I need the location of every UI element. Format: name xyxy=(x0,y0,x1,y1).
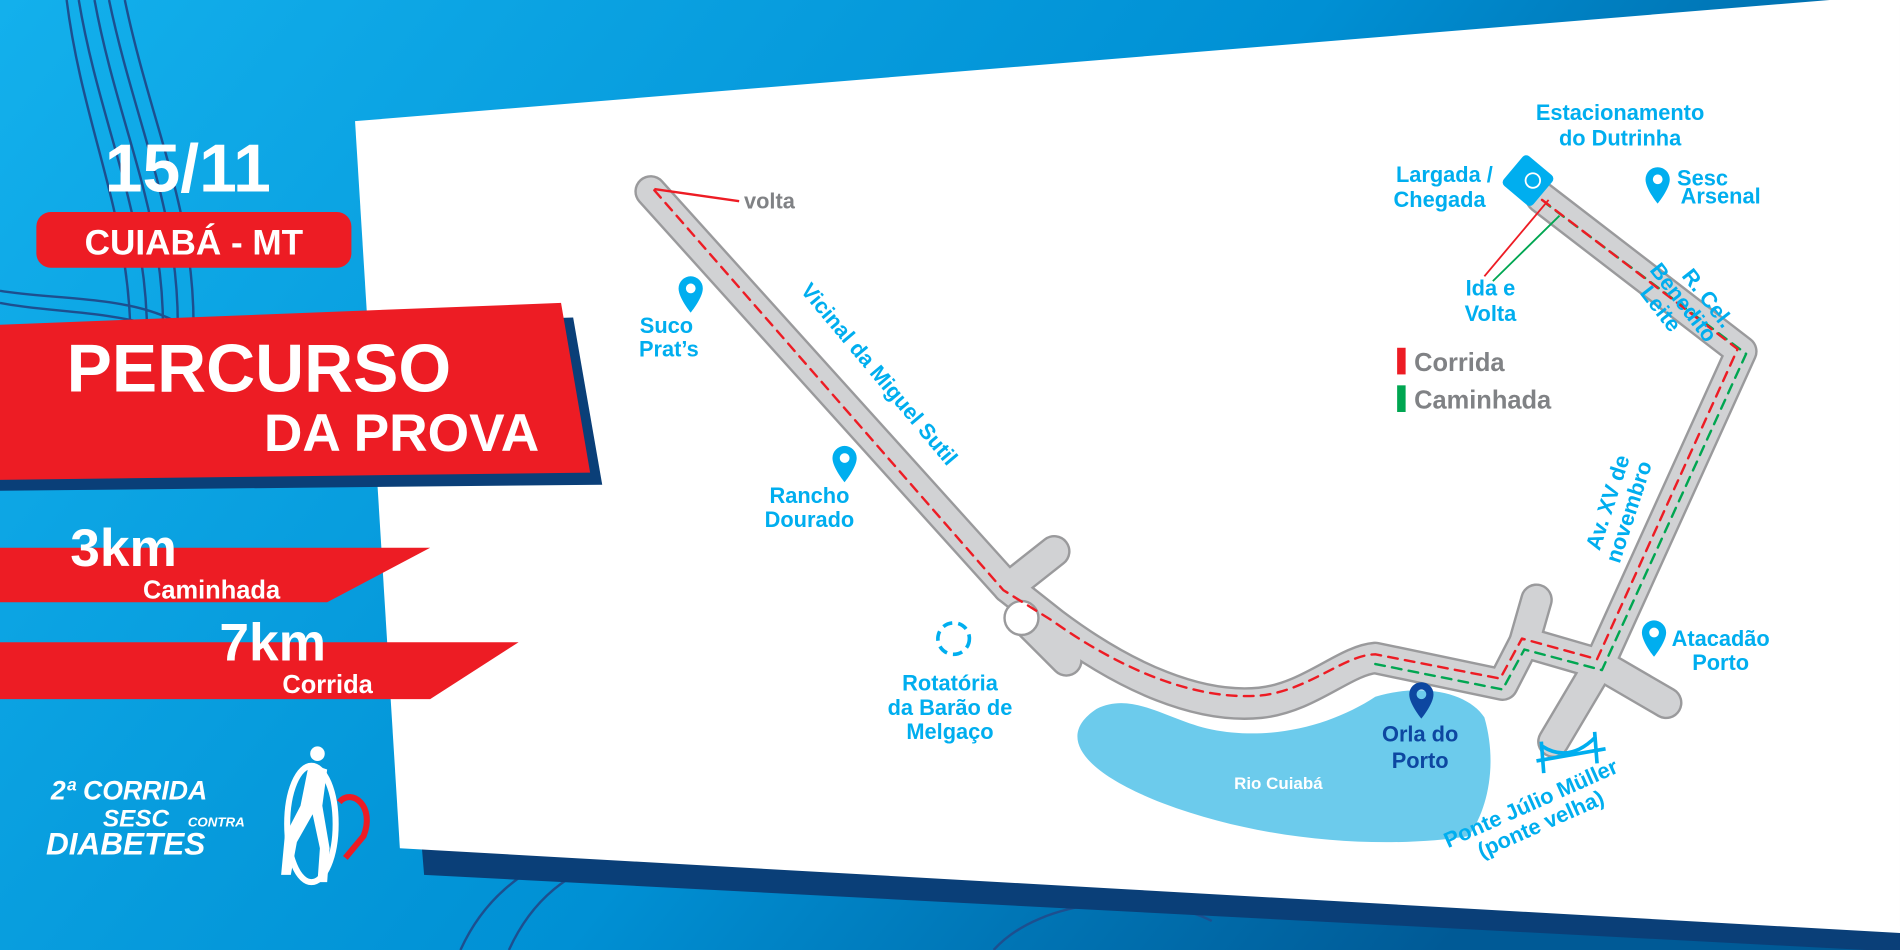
distance-run-label: Corrida xyxy=(282,671,373,699)
distance-walk-km: 3km xyxy=(70,519,177,578)
map-panel xyxy=(355,0,1900,934)
place-estacionamento: Estacionamento do Dutrinha xyxy=(1536,100,1704,150)
legend-swatch-corrida xyxy=(1397,347,1406,375)
svg-text:do Dutrinha: do Dutrinha xyxy=(1559,125,1682,150)
roundabout-arrows-icon xyxy=(936,621,972,657)
distance-walk-label: Caminhada xyxy=(143,577,281,605)
location-pill xyxy=(36,212,352,268)
svg-text:SESC: SESC xyxy=(103,805,169,832)
svg-text:Estacionamento: Estacionamento xyxy=(1536,100,1704,125)
bridge-icon xyxy=(1536,731,1606,774)
svg-text:Porto: Porto xyxy=(1692,650,1749,675)
svg-text:Ida e: Ida e xyxy=(1466,276,1516,301)
svg-text:Prat’s: Prat’s xyxy=(639,336,699,361)
place-sesc-arsenal: Sesc Arsenal xyxy=(1677,165,1761,208)
river xyxy=(1077,690,1491,843)
svg-text:2ª CORRIDA: 2ª CORRIDA xyxy=(50,776,207,806)
event-logo: 2ª CORRIDA SESC CONTRA DIABETES xyxy=(46,746,370,886)
svg-text:Rancho: Rancho xyxy=(769,483,849,508)
route-walk xyxy=(1374,202,1748,691)
svg-text:Rotatória: Rotatória xyxy=(902,671,999,696)
svg-text:Arsenal: Arsenal xyxy=(1681,184,1761,209)
map-pin-icon xyxy=(678,167,1670,719)
volta-label: volta xyxy=(744,188,796,213)
legend-label-caminhada: Caminhada xyxy=(1414,386,1552,414)
route-run xyxy=(653,189,1739,698)
title-banner xyxy=(0,302,591,480)
svg-text:Largada /: Largada / xyxy=(1396,162,1493,187)
distance-run-km: 7km xyxy=(219,613,326,672)
svg-text:Orla do: Orla do xyxy=(1382,722,1458,747)
roads xyxy=(634,175,1758,758)
svg-text:Melgaço: Melgaço xyxy=(906,719,993,744)
title-line1: PERCURSO xyxy=(67,331,452,406)
place-rotatoria: Rotatória da Barão de Melgaço xyxy=(888,671,1013,744)
river-label: Rio Cuiabá xyxy=(1234,774,1323,793)
svg-text:DIABETES: DIABETES xyxy=(46,825,205,861)
distance-banner-walk xyxy=(0,547,431,603)
ida-volta-pointer-green xyxy=(1492,215,1561,282)
svg-text:Atacadão: Atacadão xyxy=(1672,626,1770,651)
legend-label-corrida: Corrida xyxy=(1414,349,1505,377)
svg-text:CONTRA: CONTRA xyxy=(188,814,245,829)
svg-text:Volta: Volta xyxy=(1465,301,1518,326)
svg-text:da Barão de: da Barão de xyxy=(888,695,1013,720)
place-largada: Largada / Chegada xyxy=(1394,162,1493,212)
svg-text:Sesc: Sesc xyxy=(1677,165,1728,190)
legend: Corrida Caminhada xyxy=(1397,347,1552,414)
ida-volta-pointer-red xyxy=(1483,199,1550,277)
svg-text:Dourado: Dourado xyxy=(765,507,855,532)
place-atacadao: Atacadão Porto xyxy=(1672,626,1770,675)
svg-text:Chegada: Chegada xyxy=(1394,187,1487,212)
svg-text:Porto: Porto xyxy=(1392,748,1449,773)
distance-banner-run xyxy=(0,642,519,700)
start-finish-icon xyxy=(1502,155,1554,206)
event-date: 15/11 xyxy=(105,131,271,206)
place-ida-volta: Ida e Volta xyxy=(1465,276,1518,326)
place-rancho-dourado: Rancho Dourado xyxy=(765,483,855,532)
place-suco-prats: Suco Prat’s xyxy=(639,313,699,361)
legend-swatch-caminhada xyxy=(1397,385,1406,412)
roundabout xyxy=(1003,599,1040,637)
place-orla-do-porto: Orla do Porto xyxy=(1382,722,1458,774)
heart-icon xyxy=(336,794,370,860)
title-line2: DA PROVA xyxy=(264,404,539,463)
location-label: CUIABÁ - MT xyxy=(85,222,304,262)
logo-ring xyxy=(284,762,339,886)
volta-pointer xyxy=(654,187,740,203)
svg-text:Suco: Suco xyxy=(640,313,693,338)
